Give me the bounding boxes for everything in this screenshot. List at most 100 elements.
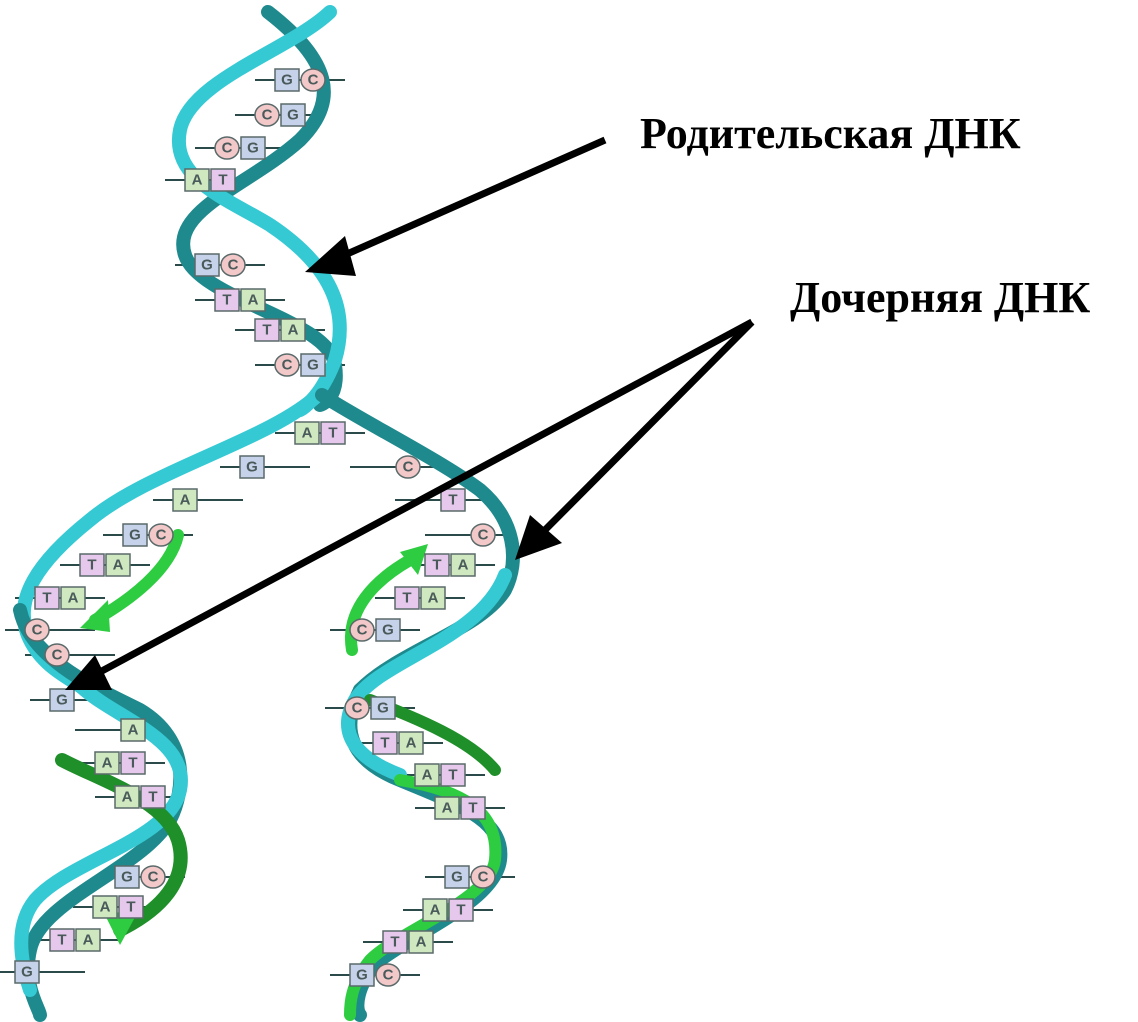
base-left_daughter-4-left: C	[45, 644, 69, 666]
base-right_daughter-2-left: C	[350, 619, 374, 641]
base-fork-4-right: T	[441, 489, 465, 511]
label-daughter-dna: Дочерняя ДНК	[790, 273, 1090, 322]
base-fork-5-right: C	[471, 524, 495, 546]
base-letter: A	[83, 932, 94, 949]
base-letter: T	[380, 735, 389, 752]
base-right_daughter-9-left: T	[383, 931, 407, 953]
base-parent-1-right: G	[281, 104, 305, 126]
base-letter: C	[478, 869, 489, 886]
base-letter: C	[282, 357, 293, 374]
base-letter: T	[57, 932, 66, 949]
base-left_daughter-9-left: G	[115, 866, 139, 888]
base-letter: T	[148, 789, 157, 806]
base-letter: A	[180, 492, 191, 509]
base-parent-7-right: G	[301, 354, 325, 376]
base-letter: T	[432, 557, 441, 574]
base-letter: A	[406, 735, 417, 752]
base-fork-0-left: A	[295, 422, 319, 444]
base-parent-4-left: G	[195, 254, 219, 276]
base-letter: A	[288, 322, 299, 339]
base-letter: G	[307, 357, 319, 374]
base-fork-0-right: T	[321, 422, 345, 444]
base-left_daughter-2-left: T	[35, 587, 59, 609]
base-right_daughter-6-left: A	[435, 797, 459, 819]
base-left_daughter-12-left: G	[15, 961, 39, 983]
base-letter: G	[281, 72, 293, 89]
base-parent-3-right: T	[211, 169, 235, 191]
base-letter: C	[308, 72, 319, 89]
base-letter: T	[87, 557, 96, 574]
base-parent-5-left: T	[215, 289, 239, 311]
base-letter: C	[148, 869, 159, 886]
base-right_daughter-7-left: G	[445, 866, 469, 888]
base-letter: A	[458, 557, 469, 574]
base-letter: C	[32, 622, 43, 639]
base-right_daughter-3-left: C	[345, 697, 369, 719]
base-left_daughter-0-right: C	[149, 524, 173, 546]
base-parent-4-right: C	[221, 254, 245, 276]
base-parent-7-left: C	[275, 354, 299, 376]
base-left_daughter-11-right: A	[76, 929, 100, 951]
base-left_daughter-8-left: A	[115, 786, 139, 808]
arrow-daughter-right	[540, 322, 752, 535]
base-letter: T	[390, 934, 399, 951]
base-right_daughter-1-left: T	[395, 587, 419, 609]
base-letter: A	[102, 755, 113, 772]
base-letter: T	[468, 800, 477, 817]
arrow-parent	[338, 140, 605, 258]
base-left_daughter-8-right: T	[141, 786, 165, 808]
base-parent-6-right: A	[281, 319, 305, 341]
base-letter: T	[448, 767, 457, 784]
base-right_daughter-2-right: G	[376, 619, 400, 641]
base-letter: A	[122, 789, 133, 806]
base-letter: G	[247, 140, 259, 157]
base-letter: C	[156, 527, 167, 544]
arrow-daughter-left	[100, 322, 752, 672]
base-right_daughter-1-right: A	[421, 587, 445, 609]
base-letter: G	[356, 967, 368, 984]
base-right_daughter-4-right: A	[399, 732, 423, 754]
base-right_daughter-0-right: A	[451, 554, 475, 576]
base-parent-1-left: C	[255, 104, 279, 126]
base-left_daughter-1-right: A	[106, 554, 130, 576]
base-letter: G	[246, 459, 258, 476]
label-parent-dna: Родительская ДНК	[640, 109, 1021, 158]
base-letter: G	[382, 622, 394, 639]
base-right_daughter-5-left: A	[415, 764, 439, 786]
base-letter: T	[126, 899, 135, 916]
base-letter: C	[52, 647, 63, 664]
base-letter: G	[121, 869, 133, 886]
base-fork-2-right: C	[396, 456, 420, 478]
base-letter: G	[287, 107, 299, 124]
base-parent-6-left: T	[255, 319, 279, 341]
base-left_daughter-9-right: C	[141, 866, 165, 888]
base-letter: C	[222, 140, 233, 157]
base-letter: A	[428, 590, 439, 607]
base-left_daughter-10-left: A	[93, 896, 117, 918]
base-letter: T	[262, 322, 271, 339]
base-left_daughter-6-right: A	[121, 719, 145, 741]
base-letter: C	[352, 700, 363, 717]
base-letter: C	[357, 622, 368, 639]
base-letter: T	[222, 292, 231, 309]
base-right_daughter-9-right: A	[409, 931, 433, 953]
base-fork-3-left: A	[173, 489, 197, 511]
base-letter: C	[228, 257, 239, 274]
base-right_daughter-8-right: T	[449, 899, 473, 921]
base-letter: C	[403, 459, 414, 476]
base-letter: A	[248, 292, 259, 309]
base-letter: C	[478, 527, 489, 544]
base-left_daughter-11-left: T	[50, 929, 74, 951]
base-right_daughter-6-right: T	[461, 797, 485, 819]
base-letter: A	[442, 800, 453, 817]
base-letter: A	[128, 722, 139, 739]
base-parent-3-left: A	[185, 169, 209, 191]
base-letter: T	[328, 425, 337, 442]
base-right_daughter-0-left: T	[425, 554, 449, 576]
base-letter: G	[201, 257, 213, 274]
base-right_daughter-10-left: G	[350, 964, 374, 986]
base-parent-5-right: A	[241, 289, 265, 311]
base-letter: C	[383, 967, 394, 984]
base-letter: G	[21, 964, 33, 981]
